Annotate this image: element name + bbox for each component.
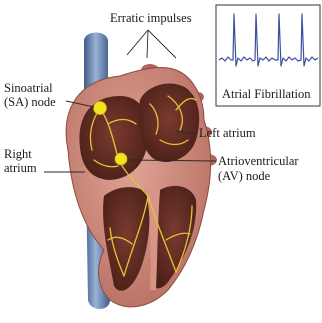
label-sa-node-line2: (SA) node bbox=[4, 95, 56, 109]
label-right-atrium-line1: Right bbox=[4, 147, 32, 161]
label-erratic-impulses: Erratic impulses bbox=[110, 11, 192, 25]
label-right-atrium-line2: atrium bbox=[4, 161, 37, 175]
label-sa-node-line1: Sinoatrial bbox=[4, 81, 53, 95]
av-node bbox=[115, 153, 127, 165]
label-av-node-line2: (AV) node bbox=[218, 169, 271, 183]
left-atrium-chamber bbox=[139, 84, 199, 162]
label-left-atrium: Left atrium bbox=[199, 126, 256, 140]
ecg-title: Atrial Fibrillation bbox=[222, 87, 311, 101]
label-av-node-line1: Atrioventricular bbox=[218, 154, 299, 168]
sa-node bbox=[94, 102, 107, 115]
ecg-inset: Atrial Fibrillation bbox=[216, 5, 320, 106]
